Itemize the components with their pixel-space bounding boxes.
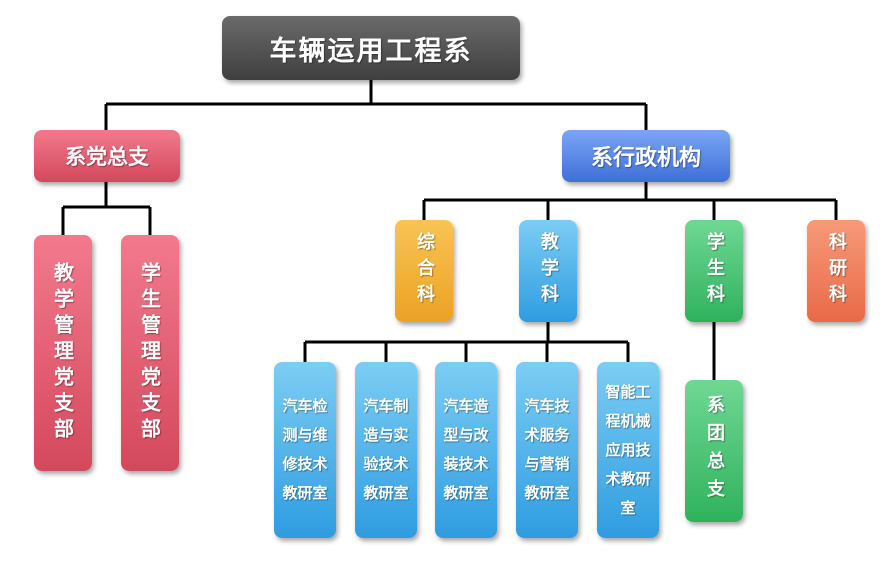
- general-office-node: 综合科: [395, 220, 453, 322]
- teaching-office-unit-3: 汽车造型与改装技术教研室: [435, 362, 497, 538]
- admin-label: 系行政机构: [590, 146, 701, 171]
- party-committee-label: 系党总支: [65, 145, 149, 169]
- party-branch-student-label: 学生管理党支部: [137, 262, 162, 444]
- teaching-office-unit-3-label: 汽车造型与改装技术教研室: [443, 397, 489, 502]
- party-branch-teaching-label: 教学管理党支部: [50, 262, 75, 444]
- teaching-office-label: 教学科: [538, 232, 559, 310]
- youth-league-node: 系团总支: [685, 380, 743, 522]
- root-node: 车辆运用工程系: [222, 16, 520, 80]
- teaching-office-unit-5: 智能工程机械应用技术教研室: [597, 362, 659, 538]
- party-branch-student-node: 学生管理党支部: [121, 235, 179, 471]
- teaching-office-unit-2: 汽车制造与实验技术教研室: [355, 362, 417, 538]
- admin-node: 系行政机构: [562, 130, 730, 182]
- party-branch-teaching-node: 教学管理党支部: [34, 235, 92, 471]
- research-office-label: 科研科: [826, 232, 847, 310]
- teaching-office-unit-2-label: 汽车制造与实验技术教研室: [363, 397, 409, 502]
- teaching-office-unit-1-label: 汽车检测与维修技术教研室: [282, 397, 328, 502]
- teaching-office-node: 教学科: [519, 220, 577, 322]
- teaching-office-unit-4: 汽车技术服务与营销教研室: [516, 362, 578, 538]
- party-committee-node: 系党总支: [34, 130, 180, 182]
- teaching-office-unit-4-label: 汽车技术服务与营销教研室: [524, 397, 570, 502]
- general-office-label: 综合科: [414, 232, 435, 310]
- research-office-node: 科研科: [807, 220, 865, 322]
- student-office-label: 学生科: [704, 232, 725, 310]
- root-label: 车辆运用工程系: [269, 35, 473, 67]
- teaching-office-unit-5-label: 智能工程机械应用技术教研室: [605, 382, 651, 517]
- teaching-office-unit-1: 汽车检测与维修技术教研室: [274, 362, 336, 538]
- youth-league-label: 系团总支: [704, 395, 725, 507]
- student-office-node: 学生科: [685, 220, 743, 322]
